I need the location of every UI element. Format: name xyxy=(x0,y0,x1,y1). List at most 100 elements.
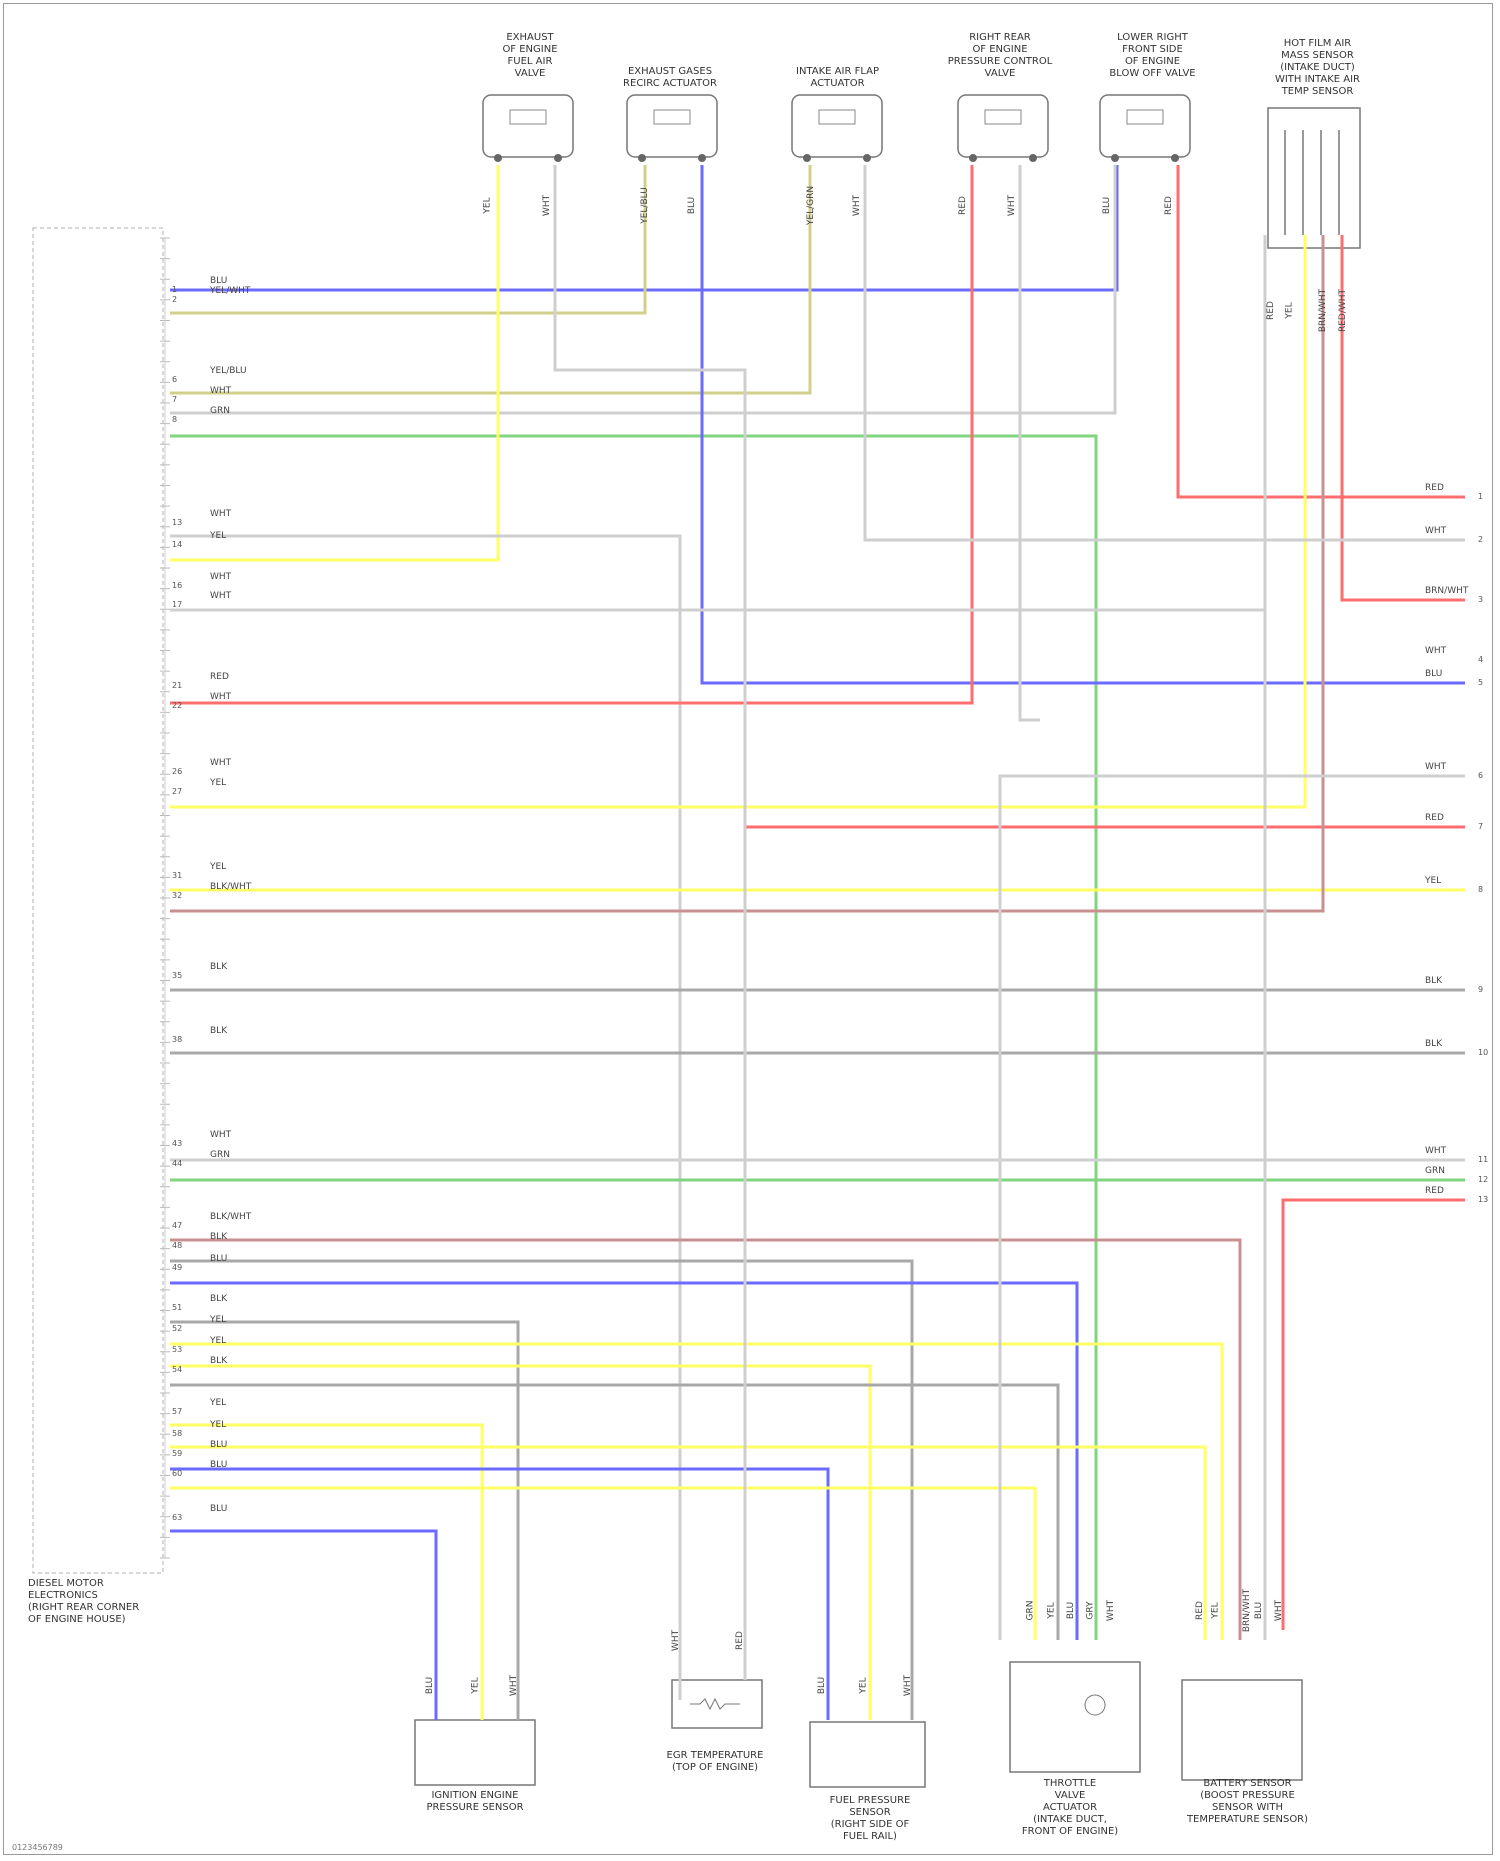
ecm-pin-label: BLK xyxy=(210,1356,227,1367)
component-wire-label: YEL xyxy=(1285,302,1296,318)
footer-code: 0123456789 xyxy=(12,1842,63,1853)
ecm-pin-number: 47 xyxy=(172,1221,182,1230)
pin-dot xyxy=(803,154,811,162)
component-wire-label: BLU xyxy=(687,197,698,214)
right-terminal-label: WHT xyxy=(1425,762,1446,773)
ecm-pin-number: 48 xyxy=(172,1241,182,1250)
right-terminal-label: BLK xyxy=(1425,1039,1442,1050)
ecm-pin-label: YEL/WHT xyxy=(210,286,250,297)
component-wire-label: WHT xyxy=(509,1675,520,1696)
right-terminal-number: 3 xyxy=(1478,595,1483,604)
right-terminal-number: 6 xyxy=(1478,771,1483,780)
ecm-pin-number: 51 xyxy=(172,1303,182,1312)
pin-dot xyxy=(1171,154,1179,162)
right-terminal-label: WHT xyxy=(1425,526,1446,537)
ecm-label: DIESEL MOTOR ELECTRONICS (RIGHT REAR COR… xyxy=(28,1578,188,1626)
ecm-pin-number: 17 xyxy=(172,600,182,609)
wire-wht-right2 xyxy=(865,165,1465,540)
top-component-label-6: HOT FILM AIR MASS SENSOR (INTAKE DUCT) W… xyxy=(1235,38,1400,98)
ecm-pin-number: 6 xyxy=(172,375,177,384)
bottom-component-label-3: FUEL PRESSURE SENSOR (RIGHT SIDE OF FUEL… xyxy=(795,1795,945,1843)
ecm-pin-number: 1 xyxy=(172,285,177,294)
right-terminal-number: 10 xyxy=(1478,1048,1488,1057)
ecm-pin-label: BLK/WHT xyxy=(210,882,251,893)
ecm-pin-number: 14 xyxy=(172,540,182,549)
component-wire-label: WHT xyxy=(1274,1600,1285,1621)
ecm-pin-number: 7 xyxy=(172,395,177,404)
ecm-pin-label: BLK/WHT xyxy=(210,1212,251,1223)
top-connector-plug-2 xyxy=(654,110,690,124)
ecm-pin-number: 57 xyxy=(172,1407,182,1416)
wire-red-13 xyxy=(1283,1200,1465,1630)
wire-grn-1 xyxy=(170,436,1096,1615)
ecm-pin-label: BLK xyxy=(210,1232,227,1243)
pin-dot xyxy=(1111,154,1119,162)
component-wire-label: WHT xyxy=(852,195,863,216)
ecm-pin-label: WHT xyxy=(210,386,231,397)
ecm-pin-label: YEL xyxy=(210,778,226,789)
right-terminal-label: RED xyxy=(1425,483,1444,494)
wire-blkwht-b5 xyxy=(170,1240,1240,1640)
top-connector-plug-5 xyxy=(1127,110,1163,124)
ecm-pin-number: 22 xyxy=(172,701,182,710)
ecm-pin-label: GRN xyxy=(210,406,230,417)
top-connector-2 xyxy=(627,95,717,157)
ecm-pin-label: BLU xyxy=(210,1504,227,1515)
ecm-pin-number: 2 xyxy=(172,295,177,304)
ecm-pin-label: RED xyxy=(210,672,229,683)
wires xyxy=(170,165,1465,1720)
boost-sensor-body xyxy=(1182,1680,1302,1780)
wire-wht-6 xyxy=(1000,776,1465,1640)
ecm-pin-label: BLU xyxy=(210,1440,227,1451)
component-wire-label: YEL/BLU xyxy=(640,187,651,224)
wire-yel-tv xyxy=(170,1488,1035,1640)
component-wire-label: RED/WHT xyxy=(1338,289,1349,332)
ecm-pin-label: YEL xyxy=(210,1398,226,1409)
wire-blk-fp xyxy=(170,1261,912,1720)
top-connector-plug-3 xyxy=(819,110,855,124)
ecm-pin-label: WHT xyxy=(210,572,231,583)
component-wire-label: RED xyxy=(1195,1601,1206,1620)
component-wire-label: YEL xyxy=(1211,1602,1222,1618)
top-component-label-3: INTAKE AIR FLAP ACTUATOR xyxy=(755,66,920,90)
ecm-pin-number: 13 xyxy=(172,518,182,527)
pin-dot xyxy=(698,154,706,162)
ecm-pin-label: YEL xyxy=(210,1420,226,1431)
component-wire-label: YEL xyxy=(1047,1602,1058,1618)
top-components xyxy=(483,95,1360,248)
component-wire-label: RED xyxy=(1266,301,1277,320)
right-terminal-number: 11 xyxy=(1478,1155,1488,1164)
component-wire-label: BLU xyxy=(1066,1602,1077,1619)
ecm-pin-number: 52 xyxy=(172,1324,182,1333)
ecm-pin-label: WHT xyxy=(210,758,231,769)
top-connector-1 xyxy=(483,95,573,157)
right-terminal-label: GRN xyxy=(1425,1166,1445,1177)
ecm-pin-number: 44 xyxy=(172,1159,182,1168)
component-wire-label: BLU xyxy=(425,1677,436,1694)
top-connector-plug-4 xyxy=(985,110,1021,124)
ecm-pin-number: 43 xyxy=(172,1139,182,1148)
component-wire-label: YEL/GRN xyxy=(806,186,817,225)
right-terminal-number: 8 xyxy=(1478,885,1483,894)
ecm-pin-number: 38 xyxy=(172,1035,182,1044)
ecm-pin-number: 49 xyxy=(172,1263,182,1272)
ignition-sensor-body xyxy=(415,1720,535,1785)
wire-gry-tv xyxy=(170,1385,1058,1640)
wire-blu-tv xyxy=(170,1283,1077,1640)
maf-sensor-body xyxy=(1268,108,1360,248)
right-terminal-number: 9 xyxy=(1478,985,1483,994)
ecm-pin-label: YEL xyxy=(210,531,226,542)
top-connector-plug-1 xyxy=(510,110,546,124)
ecm-pin-number: 35 xyxy=(172,971,182,980)
component-wire-label: RED xyxy=(958,196,969,215)
right-terminal-number: 4 xyxy=(1478,655,1483,664)
pin-dot xyxy=(494,154,502,162)
top-component-label-5: LOWER RIGHT FRONT SIDE OF ENGINE BLOW OF… xyxy=(1085,32,1220,80)
ecm-pin-label: BLU xyxy=(210,1254,227,1265)
right-terminal-number: 2 xyxy=(1478,535,1483,544)
right-terminal-number: 12 xyxy=(1478,1175,1488,1184)
ecm-pin-label: GRN xyxy=(210,1150,230,1161)
component-wire-label: RED xyxy=(1164,196,1175,215)
ecm-pin-number: 31 xyxy=(172,871,182,880)
component-wire-label: GRY xyxy=(1086,1601,1097,1619)
